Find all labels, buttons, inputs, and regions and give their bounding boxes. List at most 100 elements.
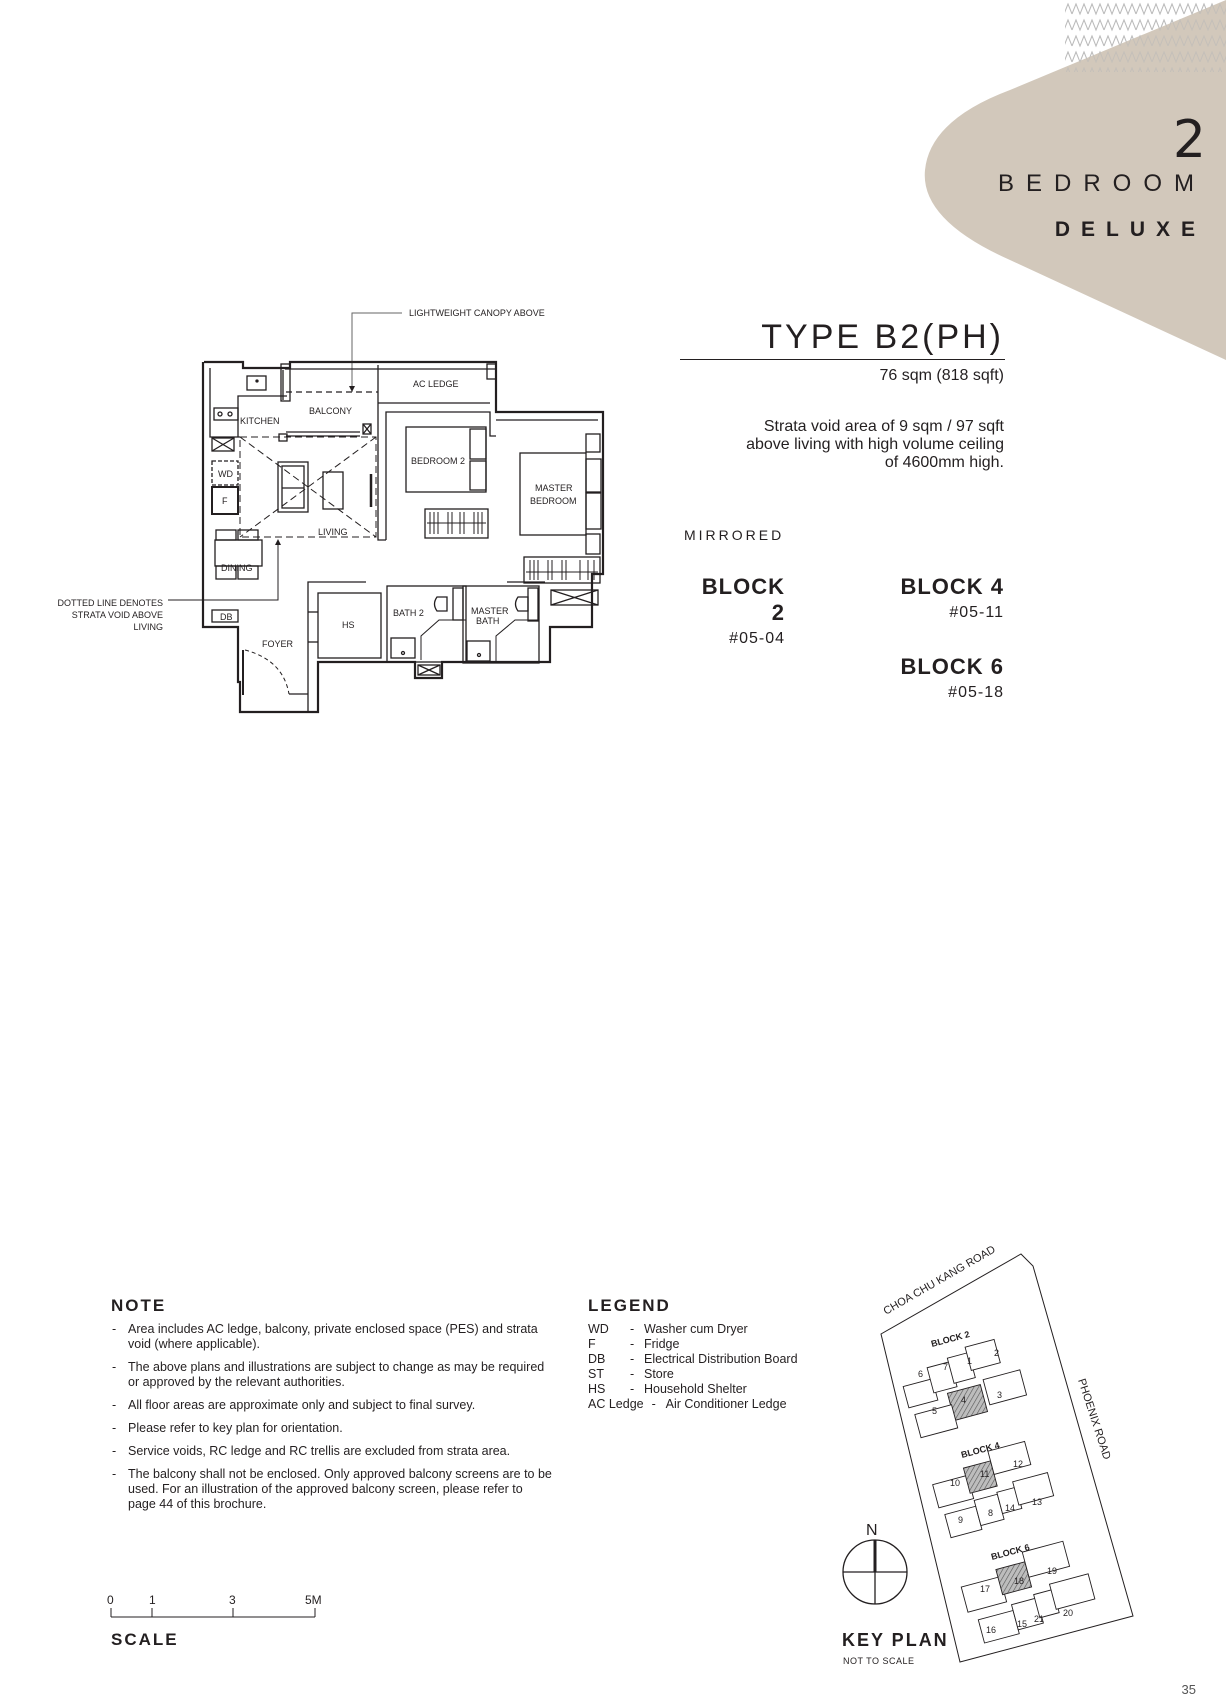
room-label-ac-ledge: AC LEDGE — [413, 379, 459, 389]
keyplan-unit: 17 — [980, 1584, 990, 1594]
scale-tick: 0 — [107, 1593, 114, 1607]
deluxe-label: DELUXE — [1054, 218, 1206, 241]
keyplan-unit: 20 — [1063, 1608, 1073, 1618]
legend-list: WD-Washer cum Dryer F-Fridge DB-Electric… — [588, 1322, 838, 1412]
room-label-hs: HS — [342, 620, 355, 630]
room-label-kitchen: KITCHEN — [240, 416, 280, 426]
keyplan-unit: 13 — [1032, 1497, 1042, 1507]
key-plan-subtitle: NOT TO SCALE — [843, 1656, 915, 1666]
legend-abbr: ST — [588, 1367, 604, 1381]
room-label-wd: WD — [218, 469, 233, 479]
keyplan-unit: 16 — [986, 1625, 996, 1635]
orientation-label: MIRRORED — [684, 527, 785, 543]
scale-tick: 1 — [149, 1593, 156, 1607]
key-plan-title: KEY PLAN — [842, 1630, 949, 1650]
keyplan-unit: 6 — [918, 1369, 923, 1379]
keyplan-unit: 19 — [1047, 1566, 1057, 1576]
note-text: The balcony shall not be enclosed. Only … — [128, 1467, 552, 1511]
legend-desc: Fridge — [644, 1337, 680, 1351]
keyplan-block-label: BLOCK 2 — [930, 1329, 971, 1349]
keyplan-unit: 3 — [997, 1390, 1002, 1400]
road-label-phoenix: PHOENIX ROAD — [1075, 1377, 1112, 1461]
room-label-bath-2: BATH 2 — [393, 608, 424, 618]
room-label-master-bedroom: MASTER — [535, 483, 573, 493]
legend-item: WD-Washer cum Dryer — [588, 1322, 748, 1336]
note-text: Service voids, RC ledge and RC trellis a… — [128, 1444, 511, 1458]
block-units: #05-11 — [949, 604, 1004, 621]
room-label-living: LIVING — [318, 527, 348, 537]
scale-bar: 0 1 3 5M — [107, 1593, 322, 1618]
room-label-fridge: F — [222, 496, 228, 506]
block-6-group: BLOCK 6 #05-18 — [900, 654, 1004, 702]
block-title: BLOCK 6 — [900, 654, 1004, 679]
note-item: -Please refer to key plan for orientatio… — [112, 1421, 343, 1435]
keyplan-unit: 21 — [1034, 1614, 1044, 1624]
room-label-db: DB — [220, 612, 233, 622]
bedroom-label: BEDROOM — [997, 170, 1206, 197]
keyplan-unit: 11 — [980, 1469, 989, 1479]
note-item: -All floor areas are approximate only an… — [112, 1398, 476, 1412]
keyplan-unit: 7 — [943, 1362, 948, 1372]
legend-abbr: AC Ledge — [588, 1397, 644, 1411]
void-note-line: LIVING — [133, 622, 163, 632]
room-label-master-bath: BATH — [476, 616, 499, 626]
legend-desc: Electrical Distribution Board — [644, 1352, 798, 1366]
block-units: #05-18 — [948, 684, 1004, 701]
block-4-group: BLOCK 4 #05-11 — [900, 574, 1004, 622]
keyplan-unit: 10 — [950, 1478, 960, 1488]
legend-abbr: WD — [588, 1322, 609, 1336]
legend-abbr: HS — [588, 1382, 606, 1396]
void-note-line: STRATA VOID ABOVE — [72, 610, 163, 620]
keyplan-unit: 1 — [967, 1356, 972, 1366]
note-item: -Area includes AC ledge, balcony, privat… — [112, 1322, 552, 1352]
legend-desc: Washer cum Dryer — [644, 1322, 748, 1336]
header-decorative-shape — [924, 0, 1226, 360]
legend-desc: Store — [644, 1367, 674, 1381]
page-number: 35 — [1181, 1682, 1196, 1697]
legend-item: ST-Store — [588, 1367, 674, 1381]
note-item: -The above plans and illustrations are s… — [112, 1360, 552, 1390]
keyplan-unit: 9 — [958, 1515, 963, 1525]
unit-type-title: TYPE B2(PH) — [761, 318, 1004, 356]
room-label-master-bedroom: BEDROOM — [530, 496, 577, 506]
block-units: #05-04 — [729, 630, 785, 647]
note-text: The above plans and illustrations are su… — [128, 1360, 545, 1389]
scale-tick: 3 — [229, 1593, 236, 1607]
legend-abbr: DB — [588, 1352, 606, 1366]
note-text: Area includes AC ledge, balcony, private… — [128, 1322, 538, 1351]
keyplan-unit: 5 — [932, 1406, 937, 1416]
legend-desc: Household Shelter — [644, 1382, 747, 1396]
legend-item: HS-Household Shelter — [588, 1382, 747, 1396]
keyplan-unit: 8 — [988, 1508, 993, 1518]
key-plan: CHOA CHU KANG ROAD PHOENIX ROAD BLOCK 2 … — [842, 1244, 1134, 1663]
note-item: -Service voids, RC ledge and RC trellis … — [112, 1444, 511, 1458]
block-title: BLOCK 4 — [900, 574, 1004, 599]
legend-item: AC Ledge-Air Conditioner Ledge — [588, 1397, 787, 1411]
keyplan-unit: 2 — [994, 1348, 999, 1358]
void-note-line: DOTTED LINE DENOTES — [57, 598, 163, 608]
legend-desc: Air Conditioner Ledge — [665, 1397, 787, 1411]
notes-title: NOTE — [111, 1296, 167, 1315]
north-compass-icon: N — [842, 1522, 908, 1605]
keyplan-unit: 18 — [1014, 1576, 1024, 1586]
room-label-foyer: FOYER — [262, 639, 294, 649]
keyplan-unit: 15 — [1017, 1619, 1027, 1629]
keyplan-unit: 14 — [1005, 1503, 1015, 1513]
strata-void-line: of 4600mm high. — [884, 454, 1004, 471]
room-label-balcony: BALCONY — [309, 406, 352, 416]
floor-plan: LIGHTWEIGHT CANOPY ABOVE KITCHEN BALCONY… — [57, 308, 605, 714]
note-text: All floor areas are approximate only and… — [128, 1398, 476, 1412]
road-label-choa-chu-kang: CHOA CHU KANG ROAD — [882, 1244, 998, 1318]
note-text: Please refer to key plan for orientation… — [128, 1421, 343, 1435]
block-title: BLOCK 2 — [701, 574, 785, 625]
keyplan-unit: 4 — [961, 1395, 966, 1405]
strata-void-line: Strata void area of 9 sqm / 97 sqft — [763, 418, 1004, 435]
legend-item: DB-Electrical Distribution Board — [588, 1352, 798, 1366]
legend-abbr: F — [588, 1337, 596, 1351]
canopy-annotation: LIGHTWEIGHT CANOPY ABOVE — [409, 308, 545, 318]
title-divider — [680, 359, 1005, 360]
block-2-group: BLOCK 2 #05-04 — [683, 574, 785, 648]
room-label-bedroom-2: BEDROOM 2 — [411, 456, 465, 466]
room-label-dining: DINING — [221, 563, 253, 573]
scale-title: SCALE — [111, 1630, 179, 1649]
